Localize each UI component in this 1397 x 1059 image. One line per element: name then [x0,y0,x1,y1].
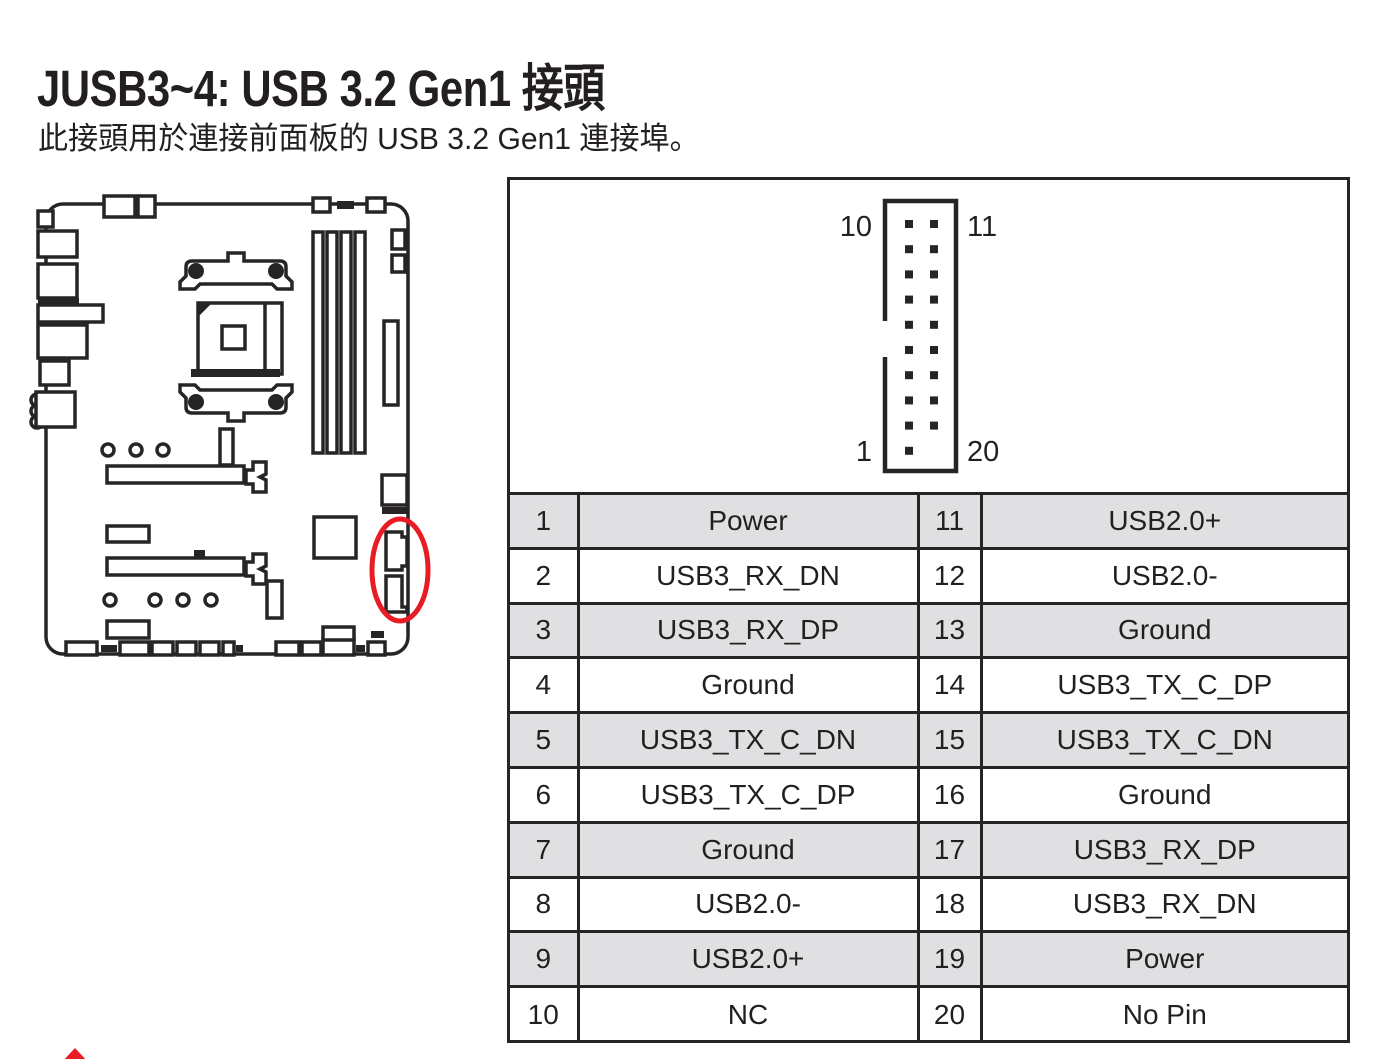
pin-number-cell: 18 [916,875,983,934]
atx-power-connector [382,319,400,407]
pin-number-cell: 10 [510,985,580,1042]
table-row: 8 USB2.0- 18 USB3_RX_DN [510,875,1347,934]
pin-label-top-right: 11 [967,211,997,243]
pin-label-bottom-right: 20 [967,436,999,468]
dimm-slot [325,230,339,455]
pin-number-cell: 5 [510,711,580,769]
signal-name-cell: USB3_TX_C_DP [576,765,920,824]
page-subtitle: 此接頭用於連接前面板的 USB 3.2 Gen1 連接埠。 [38,121,700,156]
pin-label-bottom-left: 1 [856,436,872,468]
pin-number-cell: 20 [916,985,983,1042]
pin-assignment-table: 1 Power 11 USB2.0+ 2 USB3_RX_DN 12 USB2.… [510,492,1347,1042]
table-row: 6 USB3_TX_C_DP 16 Ground [510,765,1347,824]
dimm-slot [311,230,325,455]
signal-name-cell: USB2.0+ [576,930,920,989]
table-row: 9 USB2.0+ 19 Power [510,930,1347,989]
jusb3-connector [384,530,409,572]
signal-name-cell: USB3_RX_DP [979,820,1347,879]
signal-name-cell: Ground [576,820,920,879]
cpu-bracket-bottom [178,383,294,423]
pin-number-cell: 13 [916,601,983,660]
signal-name-cell: NC [576,985,920,1042]
pin-number-cell: 4 [510,656,580,715]
pcie-slot [105,556,246,577]
pin-number-cell: 7 [510,820,580,879]
pin-grid [905,220,938,455]
pin-number-cell: 1 [510,492,580,550]
connector-info-panel: 10 11 1 20 1 Power 11 USB2.0+ 2 USB3_RX_… [507,177,1350,1043]
signal-name-cell: USB3_TX_C_DN [576,711,920,769]
signal-name-cell: USB3_RX_DP [576,601,920,660]
signal-name-cell: USB2.0- [576,875,920,934]
table-row: 5 USB3_TX_C_DN 15 USB3_TX_C_DN [510,711,1347,769]
table-row: 1 Power 11 USB2.0+ [510,492,1347,550]
signal-name-cell: Ground [576,656,920,715]
pin-number-cell: 11 [916,492,983,550]
signal-name-cell: USB3_TX_C_DN [979,711,1347,769]
table-row: 10 NC 20 No Pin [510,985,1347,1042]
pin-number-cell: 6 [510,765,580,824]
pin-number-cell: 2 [510,546,580,605]
pin-number-cell: 19 [916,930,983,989]
board-artwork [29,194,410,657]
dimm-slot [339,230,353,455]
signal-name-cell: USB3_RX_DN [576,546,920,605]
pin-number-cell: 14 [916,656,983,715]
page-title: JUSB3~4: USB 3.2 Gen1 接頭 [37,60,605,117]
pcie-slot [105,464,246,485]
warning-triangle-icon [47,1048,103,1059]
table-row: 4 Ground 14 USB3_TX_C_DP [510,656,1347,715]
signal-name-cell: Ground [979,601,1347,660]
pin-header-outline [882,198,959,474]
signal-name-cell: Power [576,492,920,550]
table-row: 3 USB3_RX_DP 13 Ground [510,601,1347,660]
chipset [312,515,358,560]
table-row: 7 Ground 17 USB3_RX_DP [510,820,1347,879]
pin-number-cell: 8 [510,875,580,934]
pin-number-cell: 17 [916,820,983,879]
signal-name-cell: No Pin [979,985,1347,1042]
signal-name-cell: USB2.0- [979,546,1347,605]
signal-name-cell: USB3_RX_DN [979,875,1347,934]
pin-label-top-left: 10 [840,211,872,243]
pin-number-cell: 12 [916,546,983,605]
pin-header-diagram: 10 11 1 20 [840,198,999,474]
pin-number-cell: 9 [510,930,580,989]
table-row: 2 USB3_RX_DN 12 USB2.0- [510,546,1347,605]
pin-number-cell: 16 [916,765,983,824]
pin-number-cell: 3 [510,601,580,660]
signal-name-cell: Ground [979,765,1347,824]
cpu-bracket-top [178,251,294,291]
pin-number-cell: 15 [916,711,983,769]
signal-name-cell: USB2.0+ [979,492,1347,550]
signal-name-cell: USB3_TX_C_DP [979,656,1347,715]
dimm-slot [353,230,367,455]
signal-name-cell: Power [979,930,1347,989]
motherboard-diagram [29,194,431,657]
connector-highlight-ellipse [369,516,431,624]
